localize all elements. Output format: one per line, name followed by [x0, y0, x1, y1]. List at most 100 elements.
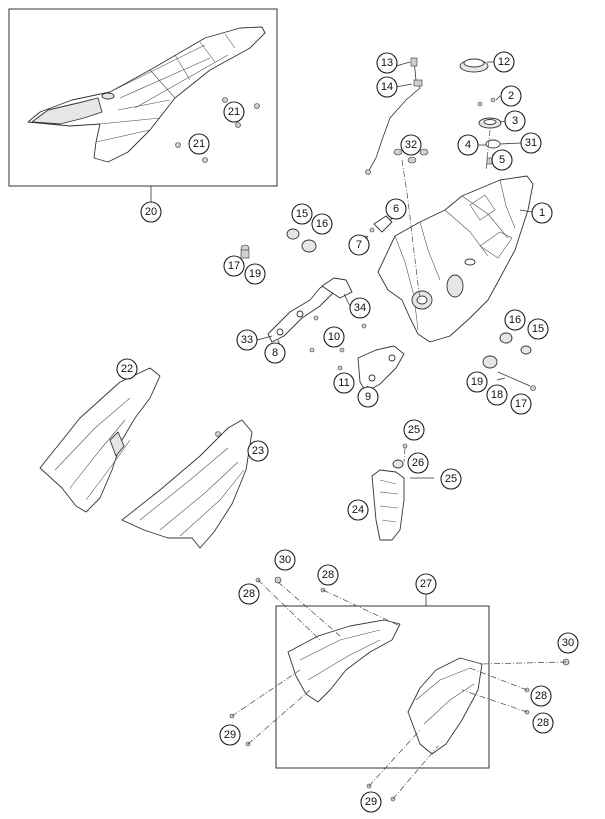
callout-14: 14 — [376, 76, 398, 98]
callout-29-a: 29 — [219, 724, 241, 746]
callout-28-c: 28 — [530, 685, 552, 707]
callout-16-right: 16 — [504, 309, 526, 331]
seat — [27, 26, 266, 163]
svg-text:28: 28 — [537, 717, 549, 729]
svg-text:33: 33 — [241, 334, 253, 346]
svg-text:34: 34 — [354, 302, 366, 314]
svg-text:2: 2 — [508, 90, 514, 102]
callout-1: 1 — [531, 202, 553, 224]
svg-text:20: 20 — [145, 206, 157, 218]
assembly-line — [403, 447, 406, 463]
svg-text:16: 16 — [316, 218, 328, 230]
damper-right — [482, 332, 536, 391]
callout-10: 10 — [323, 326, 345, 348]
callout-28-a: 28 — [317, 564, 339, 586]
svg-text:23: 23 — [252, 445, 264, 457]
small-screw — [490, 97, 496, 103]
callout-3: 3 — [504, 110, 526, 132]
callout-15-right: 15 — [527, 318, 549, 340]
callout-9: 9 — [357, 386, 379, 408]
callout-25-top: 25 — [403, 419, 425, 441]
callout-17-right: 17 — [510, 393, 532, 415]
svg-text:13: 13 — [381, 57, 393, 69]
svg-text:32: 32 — [405, 139, 417, 151]
spoiler-group-frame — [275, 605, 490, 769]
callout-20: 20 — [140, 201, 162, 223]
callout-28-b: 28 — [238, 583, 260, 605]
svg-text:3: 3 — [512, 115, 518, 127]
svg-text:11: 11 — [338, 377, 349, 389]
callout-2: 2 — [500, 85, 522, 107]
svg-text:7: 7 — [356, 239, 362, 251]
callout-26: 26 — [407, 452, 429, 474]
svg-text:17: 17 — [515, 398, 527, 410]
seat-bushings — [175, 97, 260, 163]
callout-19-left: 19 — [244, 263, 266, 285]
callout-8: 8 — [264, 342, 286, 364]
svg-text:30: 30 — [562, 637, 574, 649]
screw-25 — [402, 443, 408, 449]
mounting-bracket-9 — [357, 345, 405, 393]
callout-32: 32 — [400, 134, 422, 156]
vent-hose — [365, 57, 423, 175]
svg-text:15: 15 — [296, 208, 308, 220]
callout-22: 22 — [116, 358, 138, 380]
filler-cap — [459, 58, 489, 73]
assembly-line — [401, 159, 421, 301]
callout-21-b: 21 — [188, 133, 210, 155]
svg-text:29: 29 — [365, 796, 377, 808]
svg-text:9: 9 — [365, 391, 371, 403]
callout-5: 5 — [491, 149, 513, 171]
svg-text:6: 6 — [393, 203, 399, 215]
svg-text:28: 28 — [243, 588, 255, 600]
cap-seal-ring — [478, 117, 502, 129]
callout-34: 34 — [349, 297, 371, 319]
callout-15-left: 15 — [291, 203, 313, 225]
svg-text:28: 28 — [322, 569, 334, 581]
svg-text:30: 30 — [279, 554, 291, 566]
svg-text:31: 31 — [525, 137, 537, 149]
svg-text:16: 16 — [509, 314, 521, 326]
valve-part — [486, 157, 493, 165]
svg-text:27: 27 — [420, 578, 432, 590]
svg-text:4: 4 — [465, 139, 471, 151]
svg-text:15: 15 — [532, 323, 544, 335]
callout-17-left: 17 — [223, 255, 245, 277]
side-cover-left — [39, 367, 161, 513]
rubber-bushings-32 — [393, 148, 429, 164]
callout-28-d: 28 — [532, 712, 554, 734]
callout-24: 24 — [347, 499, 369, 521]
callout-13: 13 — [376, 52, 398, 74]
snorkel-24 — [371, 469, 405, 541]
svg-text:17: 17 — [228, 260, 240, 272]
svg-text:18: 18 — [491, 389, 503, 401]
svg-text:10: 10 — [328, 331, 340, 343]
spoiler-right — [407, 657, 483, 755]
side-cover-right — [121, 419, 253, 549]
spoiler-left — [287, 619, 401, 703]
fuel-tank — [377, 175, 534, 343]
svg-text:5: 5 — [499, 154, 505, 166]
callout-30-b: 30 — [557, 632, 579, 654]
svg-text:24: 24 — [352, 504, 364, 516]
svg-text:25: 25 — [408, 424, 420, 436]
callout-7: 7 — [348, 234, 370, 256]
bracket-34 — [321, 277, 353, 299]
callout-18: 18 — [486, 384, 508, 406]
svg-text:19: 19 — [249, 268, 261, 280]
callout-30-a: 30 — [274, 549, 296, 571]
callout-11: 11 — [333, 372, 355, 394]
washer-30 — [274, 576, 282, 584]
svg-text:29: 29 — [224, 729, 236, 741]
callout-25-right: 25 — [440, 468, 462, 490]
callout-21-a: 21 — [223, 101, 245, 123]
callout-27: 27 — [415, 573, 437, 595]
callout-6: 6 — [385, 198, 407, 220]
svg-text:25: 25 — [445, 473, 457, 485]
callout-19-right: 19 — [466, 371, 488, 393]
svg-text:8: 8 — [272, 347, 278, 359]
svg-text:14: 14 — [381, 81, 393, 93]
svg-text:12: 12 — [498, 56, 510, 68]
